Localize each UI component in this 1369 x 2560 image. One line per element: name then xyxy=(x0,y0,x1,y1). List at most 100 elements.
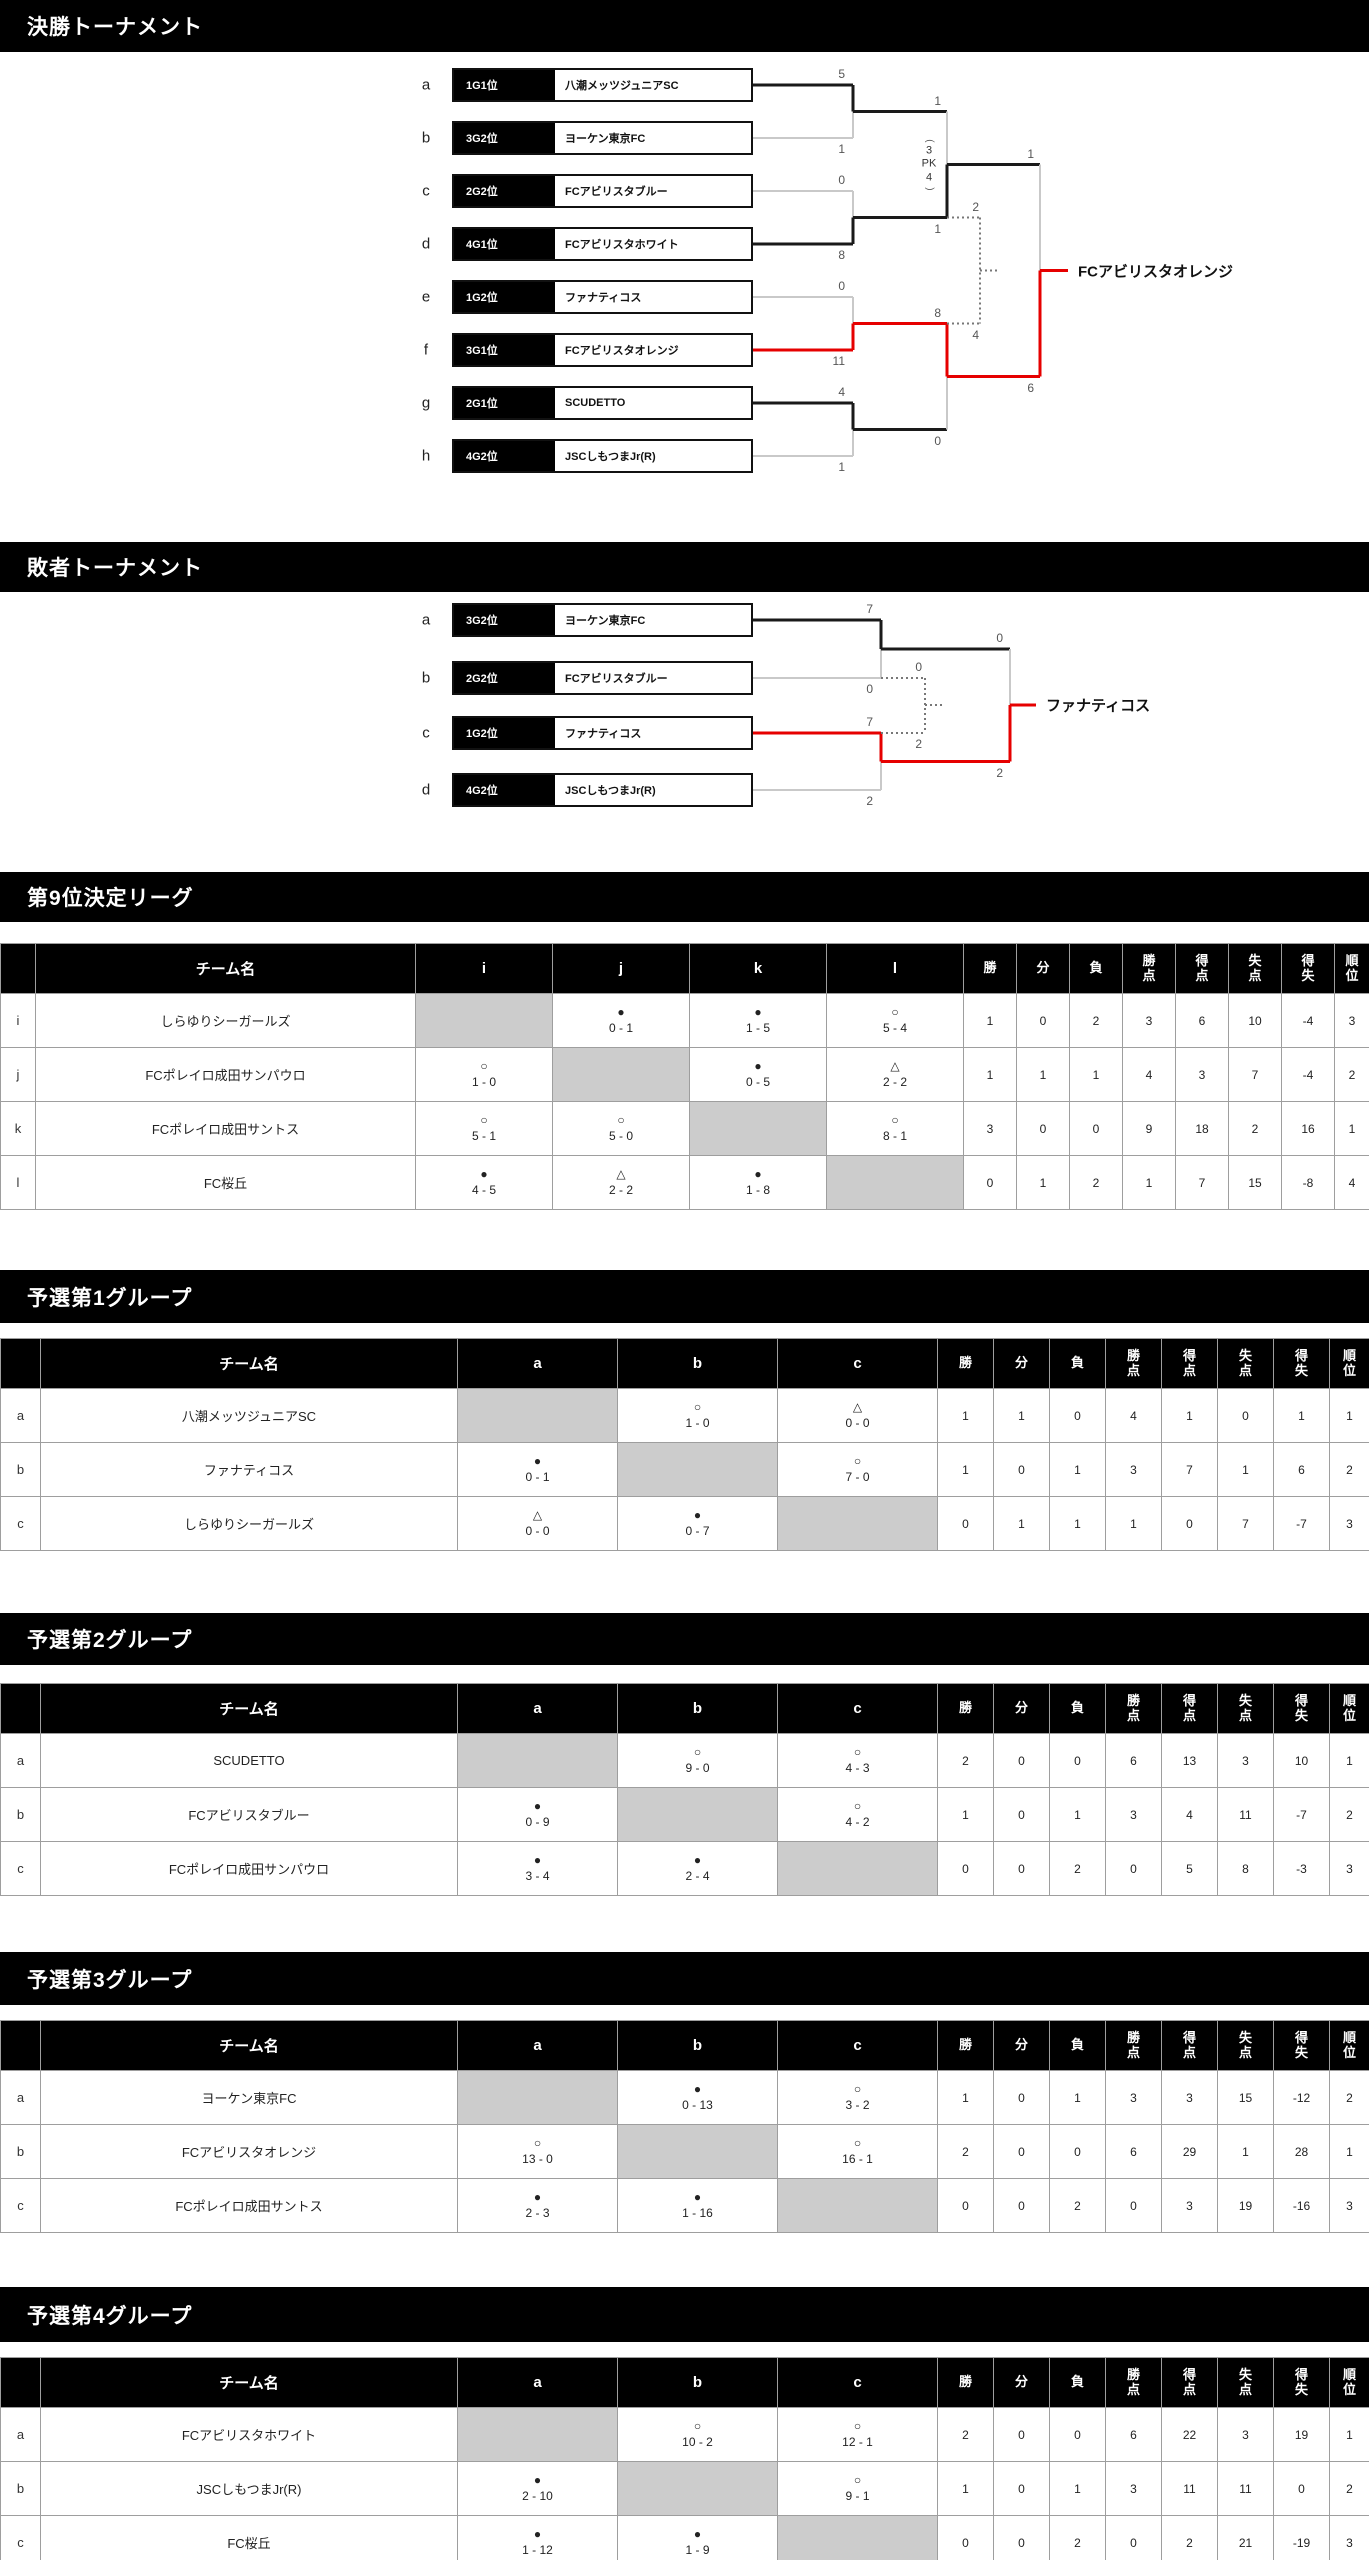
stat-cell: 6 xyxy=(1175,993,1229,1048)
result-cell: ●1 - 12 xyxy=(457,2515,618,2560)
stat-column-header: 勝 点 xyxy=(1105,1683,1162,1734)
stat-column-header: 勝 点 xyxy=(1105,1338,1162,1389)
stat-cell: 0 xyxy=(1069,1101,1123,1156)
result-mark: ● xyxy=(533,1852,542,1867)
stat-cell: 3 xyxy=(1329,2178,1369,2233)
team-name: FCアビリスタブルー xyxy=(565,186,668,198)
self-match-cell xyxy=(617,1442,778,1497)
stat-cell: 3 xyxy=(1105,2070,1162,2125)
bracket-row-letter: e xyxy=(421,288,431,306)
seed-label: 2G2位 xyxy=(454,176,555,206)
stat-cell: 0 xyxy=(1161,1496,1218,1551)
stat-cell: 0 xyxy=(993,1787,1050,1842)
self-match-cell xyxy=(617,2461,778,2516)
result-cell: ●0 - 9 xyxy=(457,1787,618,1842)
self-match-cell xyxy=(552,1047,690,1102)
team-name-cell: FCポレイロ成田サントス xyxy=(40,2178,458,2233)
self-match-cell xyxy=(457,1733,618,1788)
stat-cell: 2 xyxy=(1334,1047,1369,1102)
stat-cell: 1 xyxy=(1273,1388,1330,1443)
row-letter: b xyxy=(0,2461,41,2516)
stat-cell: 1 xyxy=(937,1787,994,1842)
stat-cell: 7 xyxy=(1175,1155,1229,1210)
stat-cell: 3 xyxy=(1175,1047,1229,1102)
stat-cell: 29 xyxy=(1161,2124,1218,2179)
team-name-cell: SCUDETTO xyxy=(40,1733,458,1788)
stat-cell: 3 xyxy=(1161,2178,1218,2233)
stat-column-header: 勝 xyxy=(937,2357,994,2408)
stat-cell: 4 xyxy=(1105,1388,1162,1443)
result-score: 5 - 1 xyxy=(471,1128,496,1143)
stat-cell: 7 xyxy=(1217,1496,1274,1551)
stat-cell: 2 xyxy=(1329,1442,1369,1497)
row-letter: j xyxy=(0,1047,36,1102)
result-cell: ○13 - 0 xyxy=(457,2124,618,2179)
stat-cell: 5 xyxy=(1161,1841,1218,1896)
result-column-header: b xyxy=(617,2020,778,2071)
stat-cell: 7 xyxy=(1161,1442,1218,1497)
stat-cell: 1 xyxy=(1122,1155,1176,1210)
result-cell: ●0 - 5 xyxy=(689,1047,827,1102)
stat-column-header: 負 xyxy=(1049,2357,1106,2408)
result-mark: ● xyxy=(693,2081,702,2096)
seed-label: 4G1位 xyxy=(454,229,555,259)
result-column-header: a xyxy=(457,2020,618,2071)
section-header-consolation-tournament: 敗者トーナメント xyxy=(0,542,1369,592)
team-name: 八潮メッツジュニアSC xyxy=(565,80,679,92)
stat-cell: 0 xyxy=(993,2515,1050,2560)
stat-cell: 0 xyxy=(1049,2124,1106,2179)
stat-cell: 6 xyxy=(1105,2407,1162,2462)
result-mark: ● xyxy=(617,1004,625,1019)
match-score: 11 xyxy=(832,354,845,368)
result-mark: ○ xyxy=(853,1453,862,1468)
self-match-cell xyxy=(777,1496,938,1551)
result-column-header: j xyxy=(552,943,690,994)
self-match-cell xyxy=(689,1101,827,1156)
stat-cell: 3 xyxy=(1122,993,1176,1048)
bracket-row-letter: a xyxy=(421,76,431,94)
result-cell: ●1 - 16 xyxy=(617,2178,778,2233)
team-box: 2G2位 FCアビリスタブルー xyxy=(452,174,753,208)
match-score: 2 xyxy=(996,765,1003,780)
match-score: 6 xyxy=(1027,380,1034,395)
match-score: 7 xyxy=(866,602,873,616)
row-letter: b xyxy=(0,2124,41,2179)
stat-cell: 1 xyxy=(1329,1388,1369,1443)
self-match-cell xyxy=(777,2178,938,2233)
stat-cell: 0 xyxy=(937,1496,994,1551)
self-match-cell xyxy=(777,1841,938,1896)
result-mark: ● xyxy=(693,1507,702,1522)
stat-cell: -7 xyxy=(1273,1496,1330,1551)
result-cell: ●4 - 5 xyxy=(415,1155,553,1210)
team-name-cell: FCアビリスタオレンジ xyxy=(40,2124,458,2179)
stat-cell: 7 xyxy=(1228,1047,1282,1102)
stat-column-header: 得 点 xyxy=(1175,943,1229,994)
stat-cell: 2 xyxy=(1329,1787,1369,1842)
result-column-header: i xyxy=(415,943,553,994)
result-score: 12 - 1 xyxy=(842,2434,873,2449)
result-mark: ○ xyxy=(853,2081,862,2096)
result-cell: ●2 - 10 xyxy=(457,2461,618,2516)
pk-bottom-score: 4 xyxy=(925,171,933,184)
stat-column-header: 勝 xyxy=(963,943,1017,994)
result-cell: △2 - 2 xyxy=(826,1047,964,1102)
row-letter: a xyxy=(0,1388,41,1443)
result-mark: ● xyxy=(533,2472,542,2487)
result-score: 9 - 0 xyxy=(685,1760,710,1775)
team-name-cell: ヨーケン東京FC xyxy=(40,2070,458,2125)
corner-header-cell xyxy=(0,2020,41,2071)
team-name: ファナティコス xyxy=(565,292,642,304)
